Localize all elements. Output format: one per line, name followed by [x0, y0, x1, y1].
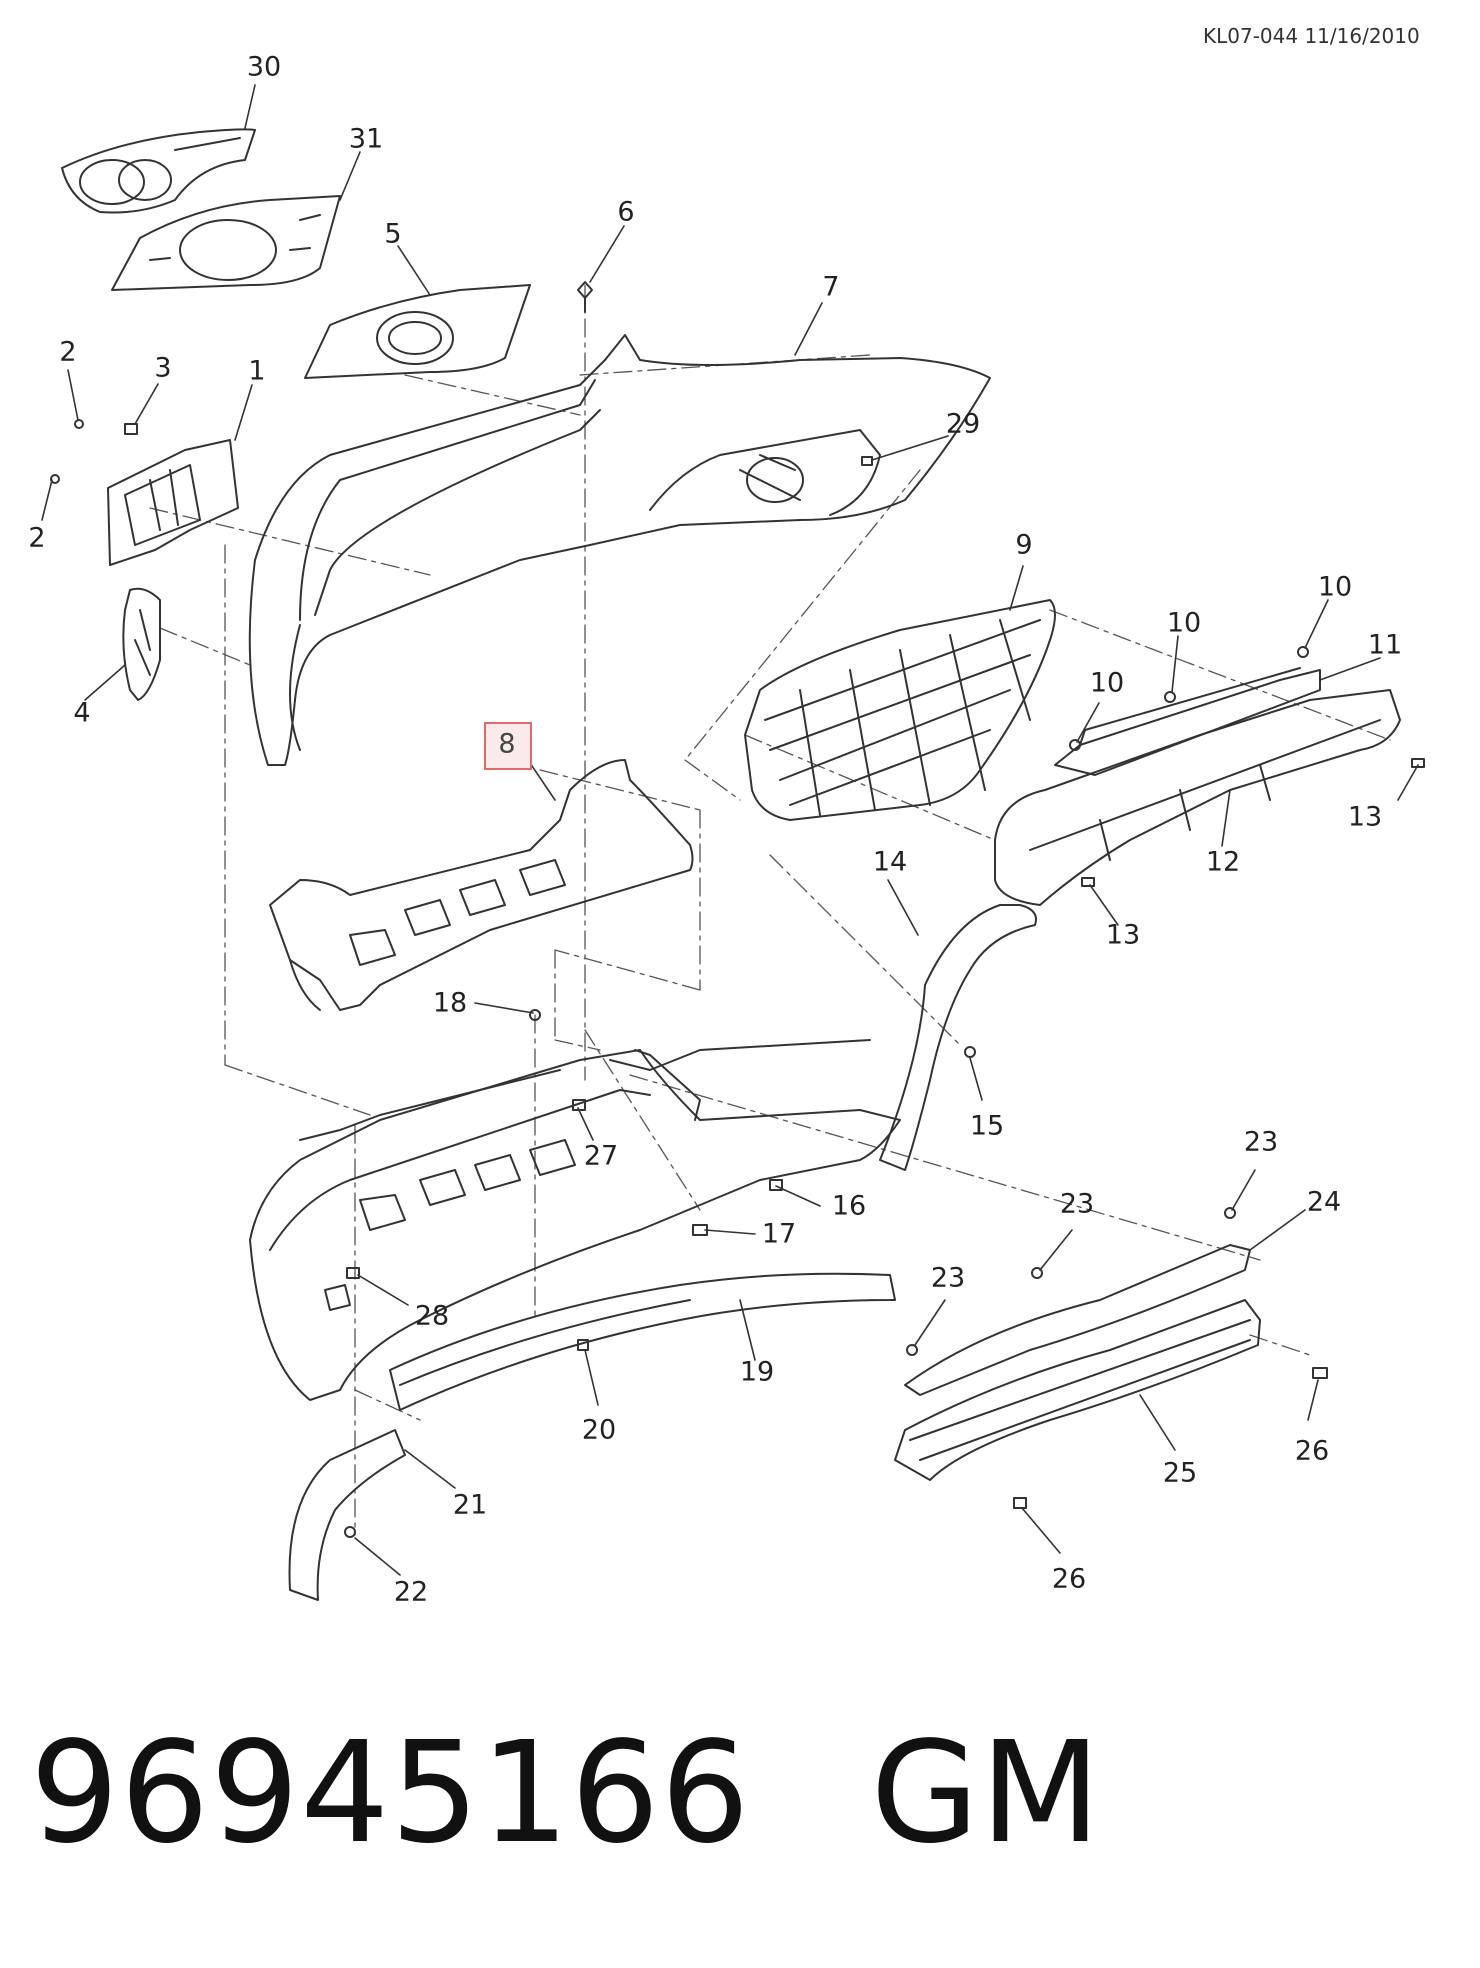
- assembly-guide-lines: [149, 284, 1391, 1536]
- leader-lines: [41, 84, 1419, 1576]
- callout-30: 30: [246, 51, 282, 83]
- callout-15: 15: [969, 1110, 1005, 1142]
- callout-24: 24: [1306, 1186, 1342, 1218]
- callout-19: 19: [739, 1356, 775, 1388]
- callout-25: 25: [1162, 1457, 1198, 1489]
- lower-strip-part-19: [389, 1272, 896, 1411]
- callout-7: 7: [822, 271, 840, 303]
- part-number: 96945166: [30, 1712, 751, 1875]
- bumper-bracket-part-1: [107, 439, 239, 566]
- corner-piece-part-21: [288, 1429, 406, 1601]
- callout-21: 21: [452, 1489, 488, 1521]
- callout-31: 31: [348, 123, 384, 155]
- callout-14: 14: [872, 846, 908, 878]
- callout-29: 29: [945, 408, 981, 440]
- callout-10: 10: [1166, 607, 1202, 639]
- callout-23: 23: [1059, 1188, 1095, 1220]
- callout-12: 12: [1205, 846, 1241, 878]
- brand-name: GM: [870, 1712, 1102, 1875]
- callout-23: 23: [1243, 1126, 1279, 1158]
- clip-part-29: [861, 456, 873, 466]
- callout-6: 6: [617, 196, 635, 228]
- callout-9: 9: [1015, 529, 1033, 561]
- callout-5: 5: [384, 218, 402, 250]
- lower-fascia-assembly: [249, 1039, 901, 1401]
- callout-13: 13: [1347, 801, 1383, 833]
- callout-11: 11: [1367, 629, 1403, 661]
- part-number-line: 96945166 GM: [30, 1712, 1102, 1875]
- callout-23: 23: [930, 1262, 966, 1294]
- callout-27: 27: [583, 1140, 619, 1172]
- air-deflector-part-8: [269, 759, 694, 1011]
- callout-8: 8: [498, 728, 516, 760]
- callout-2: 2: [59, 336, 77, 368]
- callout-4: 4: [73, 697, 91, 729]
- callout-2: 2: [28, 522, 46, 554]
- callout-22: 22: [393, 1576, 429, 1608]
- callout-20: 20: [581, 1414, 617, 1446]
- impact-bar-upper-part-24: [904, 1207, 1251, 1396]
- callout-10: 10: [1089, 667, 1125, 699]
- fascia-upper-part-14: [879, 904, 1037, 1171]
- callout-17: 17: [761, 1218, 797, 1250]
- screw-part-15: [964, 1046, 976, 1058]
- impact-bar-part-25: [894, 1299, 1328, 1509]
- side-bracket-part-4: [122, 587, 161, 701]
- fog-lamp-bezel-part-30: [61, 128, 256, 214]
- callout-28: 28: [414, 1300, 450, 1332]
- fasteners-lower: [346, 1009, 783, 1279]
- fog-lamp-bracket-part-31: [111, 195, 341, 291]
- fasteners-part-10-13: [1069, 646, 1425, 887]
- fasteners-part-2-3: [50, 419, 138, 484]
- callout-16: 16: [831, 1190, 867, 1222]
- energy-absorber-part-12: [994, 689, 1401, 906]
- bolt-part-6: [577, 281, 593, 313]
- callout-26: 26: [1294, 1435, 1330, 1467]
- callout-10: 10: [1317, 571, 1353, 603]
- front-bumper-fascia-part-7: [248, 334, 991, 766]
- callout-3: 3: [154, 352, 172, 384]
- fog-lamp-bezel-part-5: [304, 284, 531, 379]
- grille-part-9: [744, 599, 1056, 821]
- callout-1: 1: [248, 355, 266, 387]
- callout-13: 13: [1105, 919, 1141, 951]
- callout-highlight-box: [484, 722, 532, 770]
- callout-18: 18: [432, 987, 468, 1019]
- callout-26: 26: [1051, 1563, 1087, 1595]
- drawing-reference: KL07-044 11/16/2010: [1203, 24, 1420, 48]
